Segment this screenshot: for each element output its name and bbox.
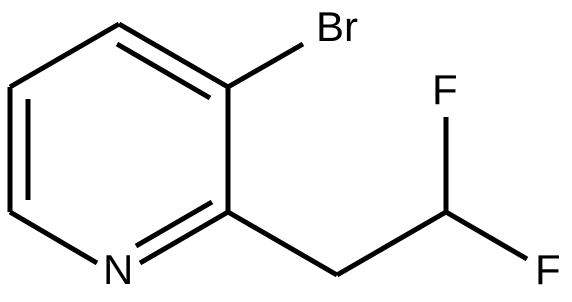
bond-n-c2 [8,209,99,266]
atom-label-n: N [103,246,133,293]
double-bond-inner-c5-c6 [115,41,212,101]
atom-label-br: Br [316,3,358,50]
bond-c5-c6 [117,21,230,90]
pyridine-ring [7,21,231,266]
bond-c1-n [138,209,230,266]
atom-label-f-top: F [432,66,458,113]
bond-c-f-bottom [444,209,529,262]
bond-ch2-chf2 [335,209,448,278]
bond-c-br [226,41,305,90]
bond-c4-c5 [8,21,121,90]
bond-c-ch2 [226,209,339,278]
double-bond-inner-c1-n [134,199,214,249]
atom-label-f-bottom: F [535,246,561,293]
